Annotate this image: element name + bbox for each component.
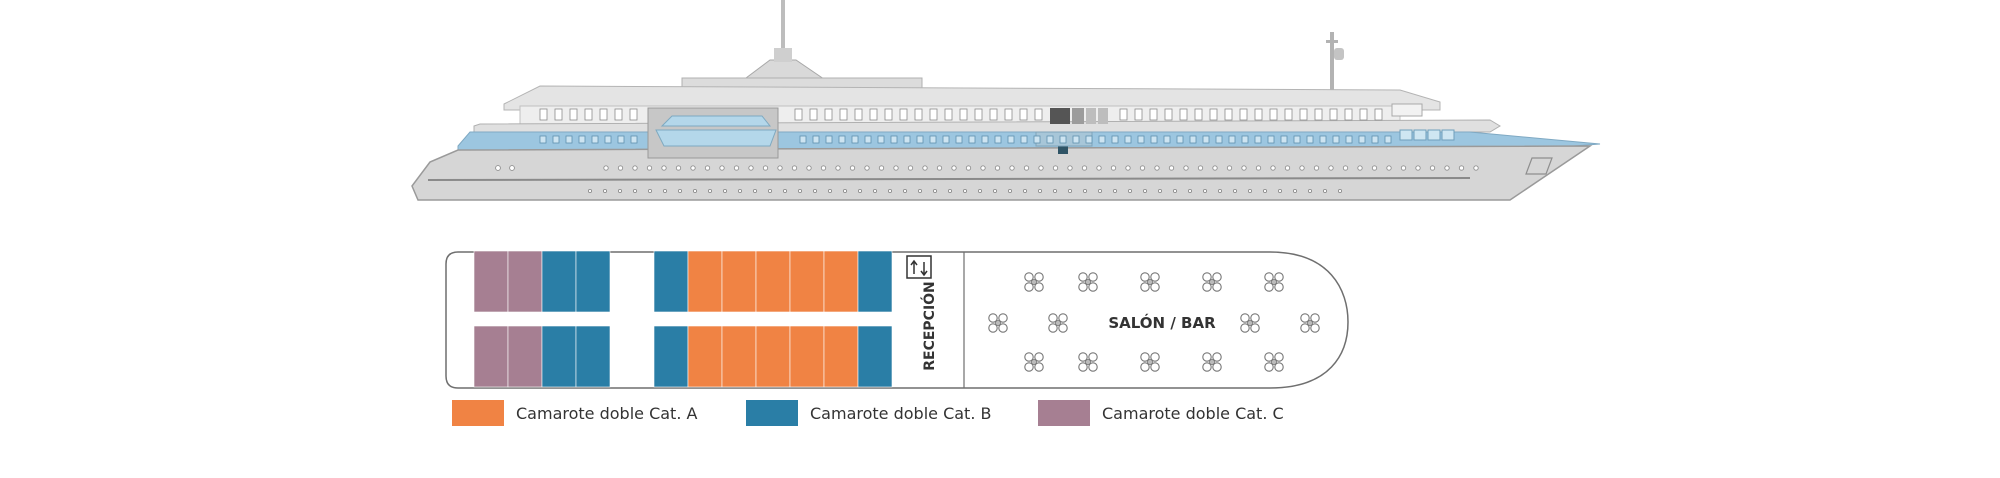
cabin-top-row-11-cat-a: [823, 250, 859, 313]
table-chairs-icon: [1078, 272, 1098, 292]
salon-tables: [988, 272, 1320, 372]
cabin-bottom-row-7-cat-a: [687, 325, 723, 388]
cabin-top-row-1-cat-c: [473, 250, 509, 313]
table-chairs-icon: [1300, 313, 1320, 333]
table-chairs-icon: [1024, 352, 1044, 372]
deck-plan: RECEPCIÓN SALÓN / BAR: [445, 250, 1349, 389]
legend-item-cat-b: Camarote doble Cat. B: [746, 400, 991, 426]
cabin-grid: [473, 250, 893, 388]
legend-swatch-cat-a: [452, 400, 504, 426]
table-chairs-icon: [1140, 352, 1160, 372]
front-window-3: [1427, 129, 1441, 141]
table-chairs-icon: [1202, 272, 1222, 292]
radar: [1334, 48, 1344, 60]
elevator-icon: [906, 255, 932, 279]
hull: [411, 145, 1593, 201]
wheelhouse-window: [1391, 103, 1423, 117]
cabin-top-row-6-cat-b: [653, 250, 689, 313]
legend-label-cat-c: Camarote doble Cat. C: [1102, 403, 1284, 423]
front-window-1: [1399, 129, 1413, 141]
cabin-bottom-row-6-cat-b: [653, 325, 689, 388]
sun-deck: [503, 85, 1441, 111]
cabin-bottom-row-3-cat-b: [541, 325, 577, 388]
cabin-top-row-3-cat-b: [541, 250, 577, 313]
legend-label-cat-a: Camarote doble Cat. A: [516, 403, 698, 423]
cabin-bottom-row-10-cat-a: [789, 325, 825, 388]
table-chairs-icon: [1024, 272, 1044, 292]
cabin-bottom-row-12-cat-b: [857, 325, 893, 388]
bridge-window-2: [1072, 108, 1084, 124]
ship-window-rows: [495, 108, 1479, 194]
front-window-4: [1441, 129, 1455, 141]
cabin-bottom-row-2-cat-c: [507, 325, 543, 388]
table-chairs-icon: [1240, 313, 1260, 333]
legend-swatch-cat-b: [746, 400, 798, 426]
funnel-top: [774, 48, 792, 62]
front-mast: [781, 0, 785, 52]
table-chairs-icon: [988, 313, 1008, 333]
table-chairs-icon: [1264, 352, 1284, 372]
legend-label-cat-b: Camarote doble Cat. B: [810, 403, 992, 423]
cabin-bottom-row-4-cat-b: [575, 325, 611, 388]
cabin-top-row-8-cat-a: [721, 250, 757, 313]
bridge-window-1: [1050, 108, 1070, 124]
lifeboat: [655, 115, 777, 147]
hull-stripe: [427, 177, 1471, 181]
table-chairs-icon: [1202, 352, 1222, 372]
rear-mast: [1330, 32, 1334, 92]
cabin-top-row-2-cat-c: [507, 250, 543, 313]
table-chairs-icon: [1264, 272, 1284, 292]
legend-item-cat-c: Camarote doble Cat. C: [1038, 400, 1284, 426]
table-chairs-icon: [1140, 272, 1160, 292]
cabin-top-row-7-cat-a: [687, 250, 723, 313]
bridge-window-4: [1098, 108, 1108, 124]
cabin-bottom-row-1-cat-c: [473, 325, 509, 388]
cabin-top-row-12-cat-b: [857, 250, 893, 313]
reception-label: RECEPCIÓN: [920, 281, 938, 371]
salon-label: SALÓN / BAR: [1108, 313, 1216, 332]
ship-profile: [411, 0, 1601, 201]
cabin-top-row-10-cat-a: [789, 250, 825, 313]
cabin-bottom-row-9-cat-a: [755, 325, 791, 388]
cabin-bottom-row-8-cat-a: [721, 325, 757, 388]
cabin-top-row-9-cat-a: [755, 250, 791, 313]
bow-sign: [1525, 157, 1553, 175]
legend-item-cat-a: Camarote doble Cat. A: [452, 400, 697, 426]
legend-swatch-cat-c: [1038, 400, 1090, 426]
cabin-bottom-row-11-cat-a: [823, 325, 859, 388]
table-chairs-icon: [1078, 352, 1098, 372]
front-window-2: [1413, 129, 1427, 141]
table-chairs-icon: [1048, 313, 1068, 333]
bridge-window-3: [1086, 108, 1096, 124]
cabin-top-row-4-cat-b: [575, 250, 611, 313]
rear-mast-arm: [1326, 40, 1338, 43]
